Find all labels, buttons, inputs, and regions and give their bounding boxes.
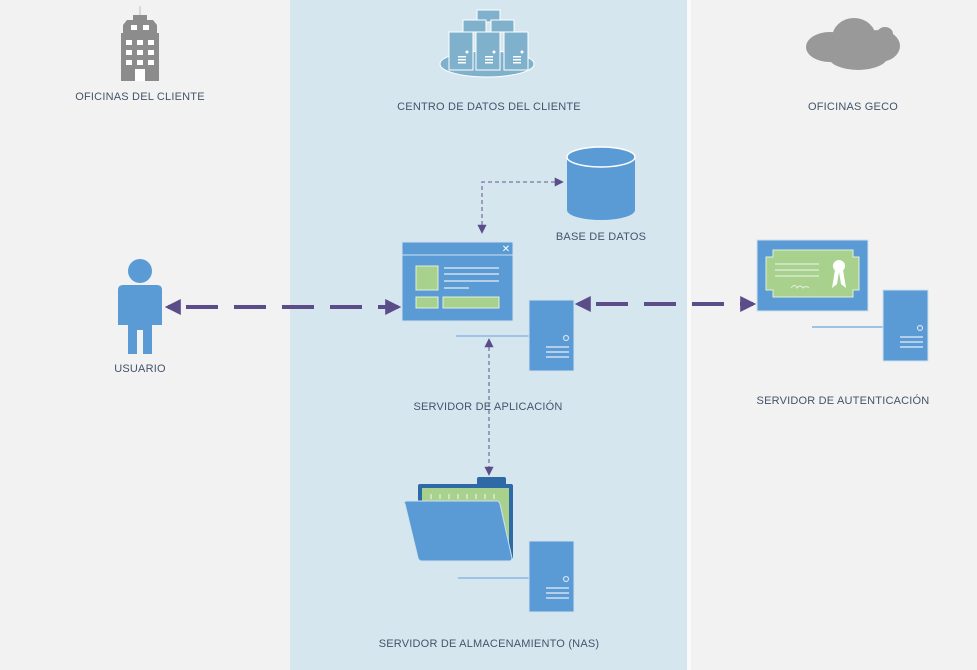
person-icon bbox=[118, 259, 162, 354]
connector-app-database bbox=[477, 177, 564, 234]
app-server-tower-icon bbox=[456, 299, 575, 372]
node-label-storage-server: SERVIDOR DE ALMACENAMIENTO (NAS) bbox=[378, 638, 600, 650]
server-cluster-icon bbox=[439, 9, 535, 78]
building-icon bbox=[121, 6, 159, 81]
zone-title-client-datacenter: CENTRO DE DATOS DEL CLIENTE bbox=[397, 101, 581, 113]
application-window-icon: ✕ bbox=[401, 241, 514, 322]
zone-divider bbox=[687, 0, 691, 670]
node-label-auth-server: SERVIDOR DE AUTENTICACIÓN bbox=[756, 395, 930, 407]
node-label-app-server: SERVIDOR DE APLICACIÓN bbox=[413, 401, 563, 413]
storage-server-tower-icon bbox=[458, 540, 575, 613]
cloud-icon bbox=[806, 18, 900, 70]
node-label-database: BASE DE DATOS bbox=[555, 231, 647, 243]
certificate-icon bbox=[756, 239, 869, 312]
auth-server-tower-icon bbox=[812, 289, 929, 362]
zone-geco-offices bbox=[691, 0, 977, 670]
zone-title-client-offices: OFICINAS DEL CLIENTE bbox=[75, 91, 205, 103]
folder-icon bbox=[403, 477, 513, 562]
svg-text:✕: ✕ bbox=[502, 244, 510, 255]
node-label-user: USUARIO bbox=[114, 363, 166, 375]
database-icon bbox=[566, 146, 636, 220]
zone-title-geco-offices: OFICINAS GECO bbox=[808, 101, 898, 113]
